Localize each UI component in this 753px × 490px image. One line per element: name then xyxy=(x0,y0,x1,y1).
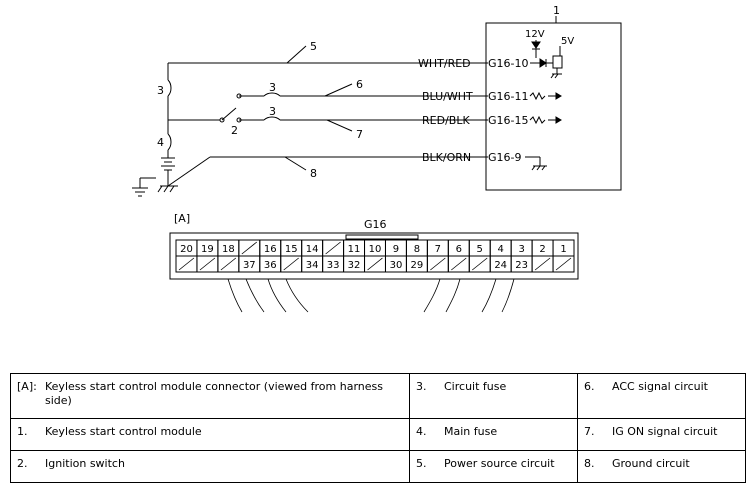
legend-cell: 2.Ignition switch xyxy=(10,450,410,483)
wire-color: WHT/RED xyxy=(418,57,471,70)
legend-cell: 6.ACC signal circuit xyxy=(577,373,746,419)
legend-cell: 1.Keyless start control module xyxy=(10,418,410,451)
legend-cell: 8.Ground circuit xyxy=(577,450,746,483)
connector-pin-cell xyxy=(552,255,575,273)
circuit-fuse-callout: 3 xyxy=(157,84,164,97)
connector-pin-number: 14 xyxy=(306,244,319,255)
connector-pin-number: 5 xyxy=(477,244,483,255)
module-box xyxy=(485,22,622,191)
legend-cell: 3.Circuit fuse xyxy=(409,373,578,419)
connector-pin-number: 1 xyxy=(560,244,566,255)
connector-name: G16 xyxy=(364,218,387,231)
connector-pin-number: 19 xyxy=(201,244,214,255)
connector-pin-number: 2 xyxy=(539,244,545,255)
connector-pin-number: 32 xyxy=(348,260,361,271)
connector-pin-number: 24 xyxy=(494,260,507,271)
connector-pin-number: 36 xyxy=(264,260,277,271)
legend-cell: 4.Main fuse xyxy=(409,418,578,451)
connector-pin-number: 9 xyxy=(393,244,399,255)
empty-cavity-mark xyxy=(367,257,383,271)
wire-color: RED/BLK xyxy=(422,114,470,127)
wire-callout: 7 xyxy=(356,128,363,141)
wire-color: BLU/WHT xyxy=(422,90,473,103)
connector-pin-number: 3 xyxy=(518,244,524,255)
connector-pin-number: 15 xyxy=(285,244,298,255)
fuse-callout: 3 xyxy=(269,81,276,94)
terminal-label: G16-11 xyxy=(488,90,529,103)
terminal-label: G16-10 xyxy=(488,57,529,70)
legend-table: [A]:Keyless start control module connect… xyxy=(10,373,746,483)
wire-color: BLK/ORN xyxy=(422,151,471,164)
wire-callout: 6 xyxy=(356,78,363,91)
terminal-label: G16-15 xyxy=(488,114,529,127)
legend-cell: 7.IG ON signal circuit xyxy=(577,418,746,451)
empty-cavity-mark xyxy=(325,241,341,255)
empty-cavity-mark xyxy=(430,257,446,271)
legend-cell: 5.Power source circuit xyxy=(409,450,578,483)
connector-pin-number: 6 xyxy=(456,244,462,255)
connector-pin-number: 33 xyxy=(327,260,340,271)
fuse-callout: 3 xyxy=(269,105,276,118)
wire-callout: 8 xyxy=(310,167,317,180)
terminal-label: G16-9 xyxy=(488,151,522,164)
ignition-switch-callout: 2 xyxy=(231,124,238,137)
empty-cavity-mark xyxy=(555,257,572,271)
connector-pin-number: 20 xyxy=(180,244,193,255)
connector-pin-number: 34 xyxy=(306,260,319,271)
connector-tag: [A] xyxy=(174,212,190,225)
module-callout: 1 xyxy=(553,4,560,17)
empty-cavity-mark xyxy=(472,257,488,271)
empty-cavity-mark xyxy=(220,257,237,271)
legend-cell: [A]:Keyless start control module connect… xyxy=(10,373,410,419)
connector-pin-number: 4 xyxy=(497,244,503,255)
connector-pin-number: 16 xyxy=(264,244,277,255)
connector-pin-number: 18 xyxy=(222,244,235,255)
empty-cavity-mark xyxy=(241,241,258,255)
connector-pin-number: 8 xyxy=(414,244,420,255)
connector-pin-number: 10 xyxy=(369,244,382,255)
wire-callout: 5 xyxy=(310,40,317,53)
connector-pin-number: 37 xyxy=(243,260,256,271)
connector-pin-number: 11 xyxy=(348,244,361,255)
voltage-5v: 5V xyxy=(561,36,574,47)
main-fuse-callout: 4 xyxy=(157,136,164,149)
connector-pin-number: 7 xyxy=(435,244,441,255)
connector-pin-number: 23 xyxy=(515,260,528,271)
connector-pin-number: 30 xyxy=(390,260,403,271)
voltage-12v: 12V xyxy=(525,29,545,40)
empty-cavity-mark xyxy=(451,257,467,271)
empty-cavity-mark xyxy=(178,257,195,271)
empty-cavity-mark xyxy=(283,257,299,271)
empty-cavity-mark xyxy=(199,257,216,271)
connector-pin-number: 29 xyxy=(411,260,424,271)
empty-cavity-mark xyxy=(534,257,551,271)
